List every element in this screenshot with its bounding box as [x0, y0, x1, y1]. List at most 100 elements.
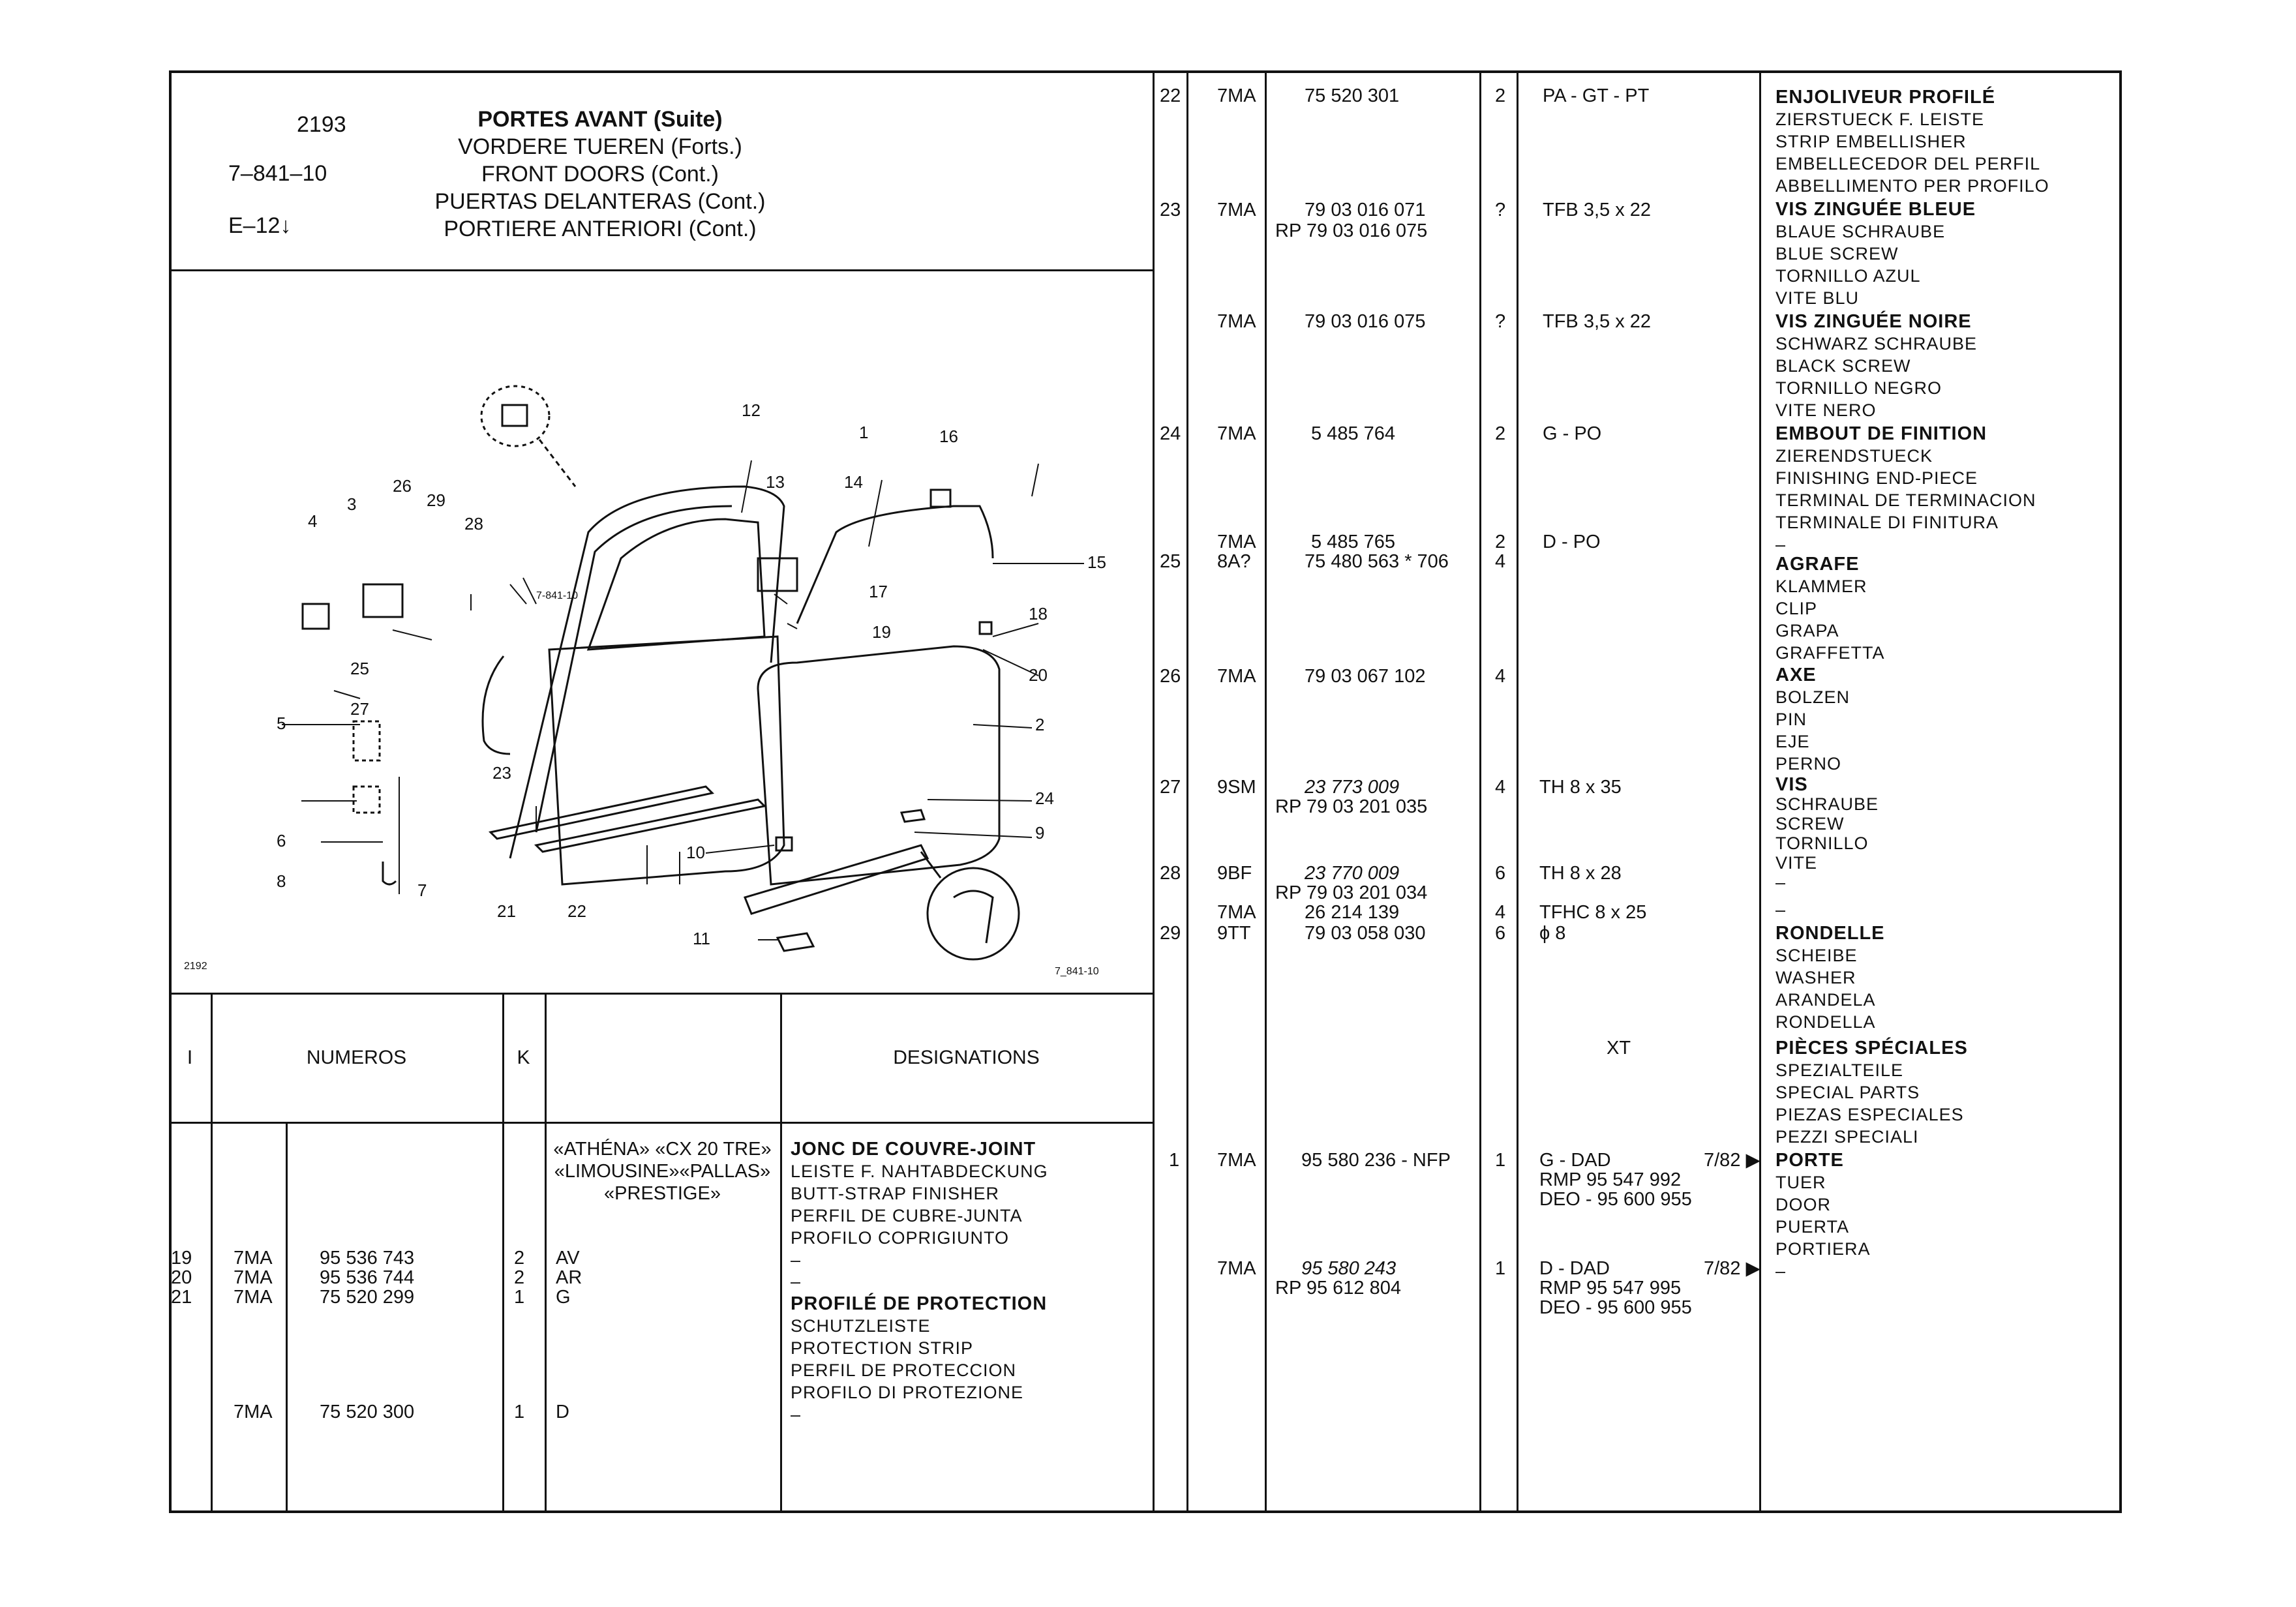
designation-line: – — [1775, 535, 1787, 554]
callout-29: 29 — [427, 490, 446, 510]
left-col-line-2 — [286, 1122, 288, 1513]
designation-line: RONDELLE — [1775, 923, 1885, 944]
col-line-code — [1186, 70, 1188, 1513]
designation-line: VITE — [1775, 853, 1818, 873]
designation-block: VIS ZINGUÉE NOIRE SCHWARZ SCHRAUBE BLACK… — [1775, 310, 1977, 421]
inset-leader-bottom — [920, 851, 942, 879]
left-col-line-1 — [211, 993, 213, 1513]
row-number: 75 480 563 * 706 — [1305, 551, 1449, 572]
row-qty: 1 — [514, 1287, 525, 1308]
designation-block: – — [1775, 899, 1786, 921]
door-glass-rear — [586, 518, 766, 651]
table-header-separator — [169, 1122, 1154, 1124]
grid-ref-label: E–12 — [228, 213, 280, 238]
down-arrow-icon: ↓ — [280, 213, 292, 238]
row-qty: 2 — [1495, 423, 1506, 444]
row-qty: 4 — [1495, 551, 1506, 572]
row-code: 7MA — [1217, 902, 1256, 923]
hinge-4 — [301, 603, 330, 630]
designation-line: RONDELLA — [1775, 1012, 1876, 1032]
seal-strip — [481, 655, 511, 755]
row-note: PA - GT - PT — [1543, 85, 1650, 106]
part-11 — [776, 932, 815, 952]
callout-4: 4 — [308, 511, 317, 531]
row-number: 79 03 016 075 — [1305, 311, 1426, 332]
panel-divider — [1153, 70, 1155, 1513]
sill-strip-21 — [488, 785, 715, 840]
row-qty: ? — [1495, 311, 1506, 332]
row-code: 7MA — [234, 1267, 273, 1288]
designation-line: PEZZI SPECIALI — [1775, 1127, 1919, 1147]
row-code: 7MA — [1217, 1258, 1256, 1279]
page-number: 2193 — [297, 112, 346, 137]
inset-label: 7-841-10 — [536, 590, 578, 601]
designation-line: PORTE — [1775, 1150, 1844, 1171]
row-index: 22 — [1160, 85, 1181, 106]
row-number-replacement: RP 79 03 016 075 — [1275, 220, 1428, 241]
designation-line: WASHER — [1775, 968, 1856, 987]
corner-label-left: 2192 — [184, 961, 207, 972]
designation-block: RONDELLE SCHEIBE WASHER ARANDELA RONDELL… — [1775, 922, 1885, 1033]
row-code: 7MA — [1217, 200, 1256, 220]
title-en: FRONT DOORS (Cont.) — [481, 162, 719, 187]
row-index: 25 — [1160, 551, 1181, 572]
designation-line: SCHUTZLEISTE — [791, 1316, 931, 1336]
row-qty: 6 — [1495, 863, 1506, 884]
designation-line: EJE — [1775, 732, 1810, 751]
callout-21: 21 — [497, 901, 516, 921]
callout-11: 11 — [693, 929, 710, 948]
designation-line: – — [791, 1405, 802, 1424]
row-number: 5 485 765 — [1311, 532, 1396, 552]
row-note: G — [556, 1287, 571, 1308]
row-note: TFHC 8 x 25 — [1539, 902, 1647, 923]
diagram-separator — [169, 993, 1154, 995]
row-note: D — [556, 1402, 569, 1422]
col-line-designation — [1759, 70, 1761, 1513]
grid-ref: E–12↓ — [228, 212, 291, 239]
bracket-5 — [352, 720, 381, 762]
designation-line: AGRAFE — [1775, 554, 1860, 575]
title-de: VORDERE TUEREN (Forts.) — [458, 134, 742, 159]
callout-1: 1 — [859, 423, 868, 442]
xt-label: XT — [1607, 1038, 1631, 1059]
row-index: 26 — [1160, 666, 1181, 687]
designation-line: BLAUE SCHRAUBE — [1775, 222, 1946, 241]
row-note-deo: DEO - 95 600 955 — [1539, 1297, 1692, 1318]
row-number: 23 770 009 — [1305, 863, 1400, 884]
title-fr: PORTES AVANT (Suite) — [477, 107, 723, 132]
col-line-number — [1265, 70, 1267, 1513]
designation-line: PERFIL DE PROTECCION — [791, 1360, 1017, 1380]
designation-line: SPEZIALTEILE — [1775, 1060, 1904, 1080]
header-separator — [169, 269, 1154, 271]
designation-line: PIN — [1775, 710, 1807, 729]
designation-line: ZIERSTUECK F. LEISTE — [1775, 110, 1985, 129]
row-index: 24 — [1160, 423, 1181, 444]
designation-block: AGRAFE KLAMMER CLIP GRAPA GRAFFETTA — [1775, 553, 1885, 664]
row-qty: 2 — [1495, 85, 1506, 106]
title-it: PORTIERE ANTERIORI (Cont.) — [444, 217, 757, 241]
row-note-rmp: RMP 95 547 995 — [1539, 1278, 1682, 1299]
row-note: TFB 3,5 x 22 — [1543, 311, 1652, 332]
row-date: 7/82 ▶ — [1704, 1150, 1760, 1171]
part-18 — [978, 621, 993, 635]
row-number: 95 536 743 — [320, 1248, 415, 1269]
designation-line: AXE — [1775, 665, 1817, 685]
designation-line: BUTT-STRAP FINISHER — [791, 1184, 1000, 1203]
designation-line: VITE NERO — [1775, 400, 1877, 420]
sill-strip-9 — [743, 844, 929, 915]
callout-8: 8 — [277, 871, 286, 891]
designation-line: TERMINALE DI FINITURA — [1775, 513, 1999, 532]
designation-group-2: – PROFILÉ DE PROTECTION SCHUTZLEISTE PRO… — [791, 1270, 1047, 1426]
callout-3: 3 — [347, 494, 356, 514]
row-note-deo: DEO - 95 600 955 — [1539, 1189, 1692, 1210]
row-note: TH 8 x 35 — [1539, 777, 1622, 798]
row-code: 7MA — [1217, 311, 1256, 332]
designation-line: VIS — [1775, 774, 1808, 795]
exploded-door-diagram: 1 2 3 4 5 6 7 8 9 10 11 12 13 14 15 16 1… — [184, 385, 1106, 977]
designation-line: KLAMMER — [1775, 577, 1867, 596]
inset-circle-top — [480, 385, 551, 447]
designation-line: ENJOLIVEUR PROFILÉ — [1775, 87, 1996, 108]
designation-line: PROFILO DI PROTEZIONE — [791, 1383, 1024, 1402]
inset-circle-bottom — [926, 867, 1020, 961]
th-numeros: NUMEROS — [306, 1047, 407, 1068]
